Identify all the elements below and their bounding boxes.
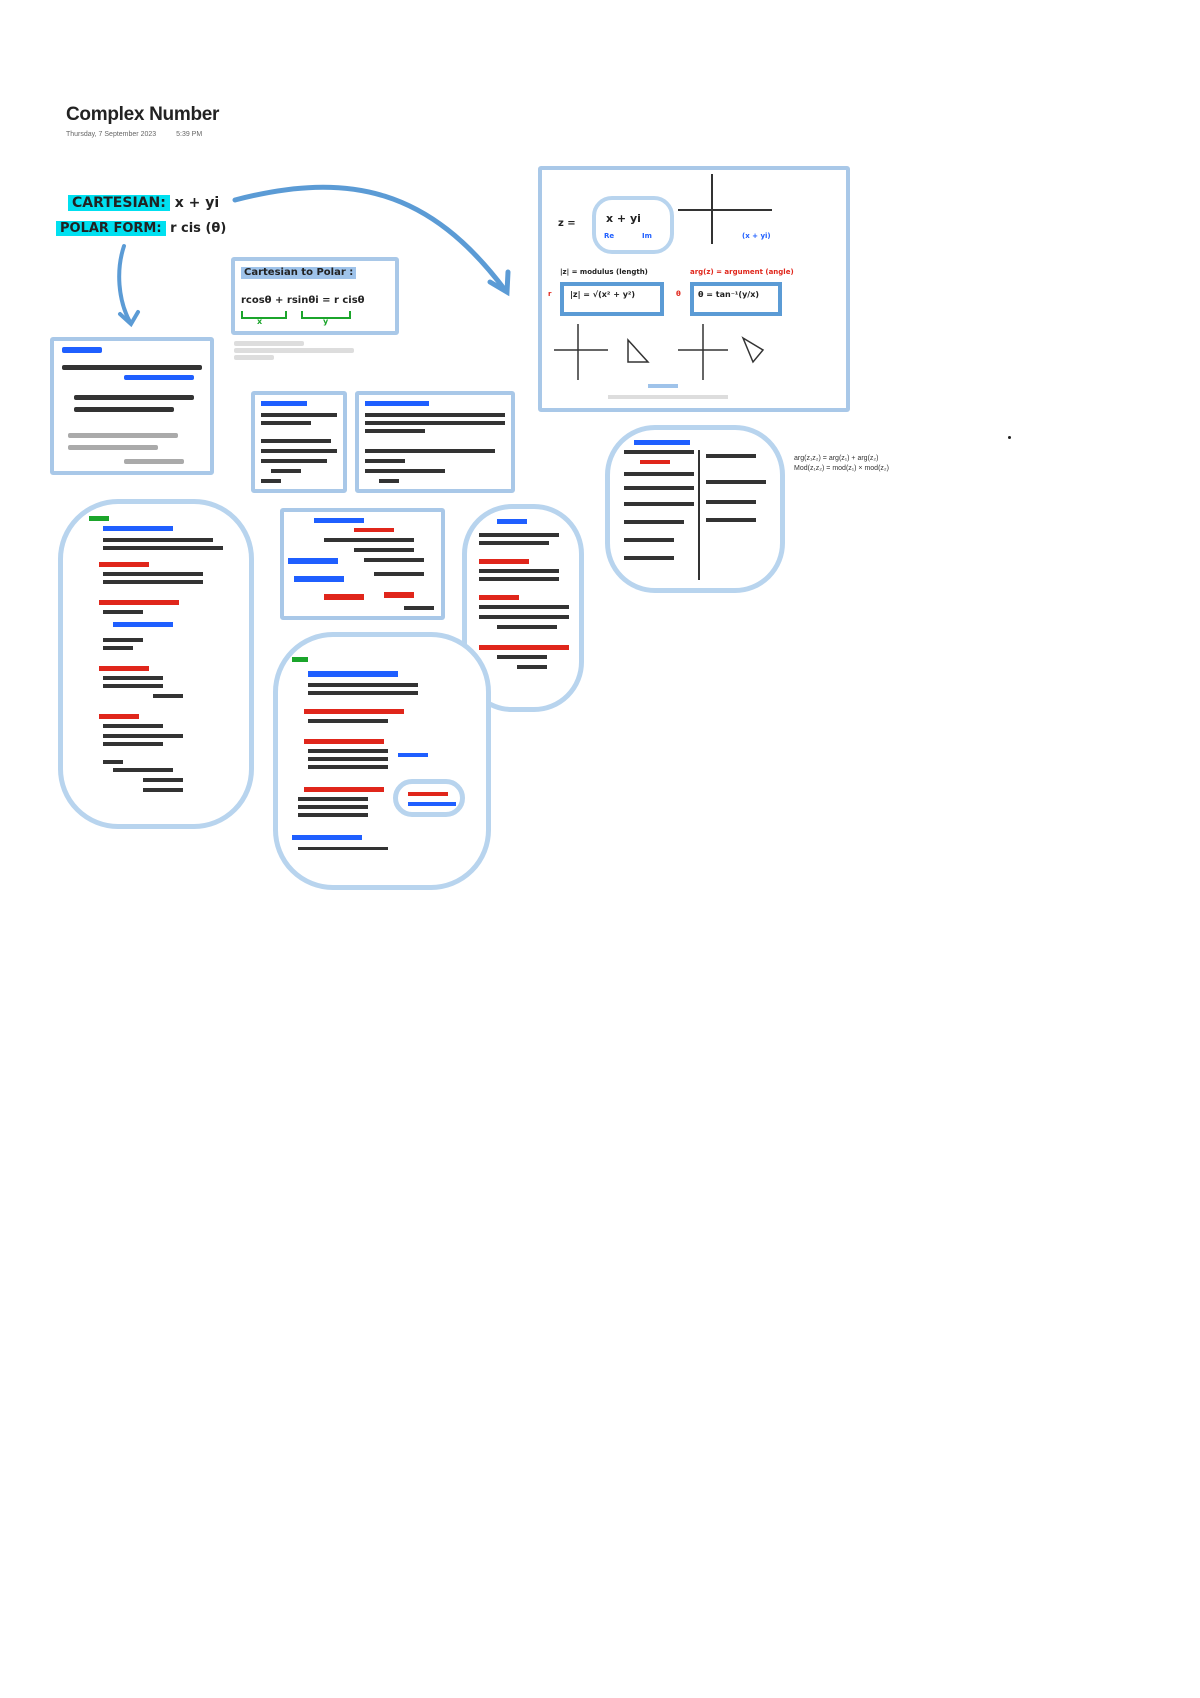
- cartesian-formula: x + yi: [174, 195, 220, 211]
- y-label: y: [323, 317, 329, 326]
- modulus-formula: |z| = √(x² + y²): [570, 290, 636, 299]
- page-timestamp: Thursday, 7 September 2023 5:39 PM: [66, 131, 220, 138]
- factor-cloud: [58, 499, 254, 829]
- modulus-label: |z| = modulus (length): [560, 268, 648, 276]
- long-division-box: [280, 508, 445, 620]
- cart-to-polar-box: Cartesian to Polar : rcosθ + rsinθi = r …: [231, 257, 399, 335]
- stray-dot: [1008, 436, 1011, 439]
- arg-label: arg(z) = argument (angle): [690, 268, 794, 276]
- x-label: x: [257, 317, 263, 326]
- argand-diagram-box: z = x + yi Re Im (x + yi) |z| = modulus …: [538, 166, 850, 412]
- euler-box: [50, 337, 214, 475]
- gray-derivation: [234, 339, 374, 362]
- theta-mark: θ: [676, 290, 681, 298]
- im-label: Im: [642, 232, 652, 240]
- connector-arrows: [117, 184, 511, 328]
- r-mark: r: [548, 290, 552, 298]
- de-moivre-cloud: [273, 632, 491, 890]
- page-date: Thursday, 7 September 2023: [66, 131, 157, 138]
- multiplication-cloud: [605, 425, 785, 593]
- page-time: 5:39 PM: [176, 131, 203, 138]
- arg-formula: θ = tan⁻¹(y/x): [698, 290, 760, 299]
- page-title: Complex Number: [66, 104, 220, 125]
- factor-theorem-box: [251, 391, 347, 493]
- side-note: arg(z₁z₂) = arg(z₁) + arg(z₂) Mod(z₁z₂) …: [794, 454, 889, 474]
- argand-axes: [678, 174, 772, 244]
- polar-formula: r cis (θ): [170, 221, 227, 236]
- argand-point: (x + yi): [742, 232, 771, 240]
- cart-to-polar-formula: rcosθ + rsinθi = r cisθ: [241, 295, 365, 306]
- z-formula: x + yi: [606, 212, 641, 225]
- remainder-theorem-box: [355, 391, 515, 493]
- note-bubble: [393, 779, 465, 817]
- re-label: Re: [604, 232, 615, 240]
- side-note-mod: Mod(z₁z₂) = mod(z₁) × mod(z₂): [794, 465, 889, 472]
- modulus-formula-box: [560, 282, 664, 316]
- polar-definition: POLAR FORM: r cis (θ): [56, 221, 226, 236]
- cartesian-label: CARTESIAN:: [68, 195, 170, 211]
- z-label: z =: [558, 218, 576, 229]
- cartesian-definition: CARTESIAN: x + yi: [68, 195, 219, 211]
- arg-formula-box: [690, 282, 782, 316]
- z-formula-bubble: [592, 196, 674, 254]
- side-note-arg: arg(z₁z₂) = arg(z₁) + arg(z₂): [794, 455, 879, 462]
- cart-to-polar-title: Cartesian to Polar :: [241, 267, 357, 279]
- roots-cloud: [462, 504, 584, 712]
- argand-sketches: [554, 324, 765, 399]
- polar-label: POLAR FORM:: [56, 221, 166, 236]
